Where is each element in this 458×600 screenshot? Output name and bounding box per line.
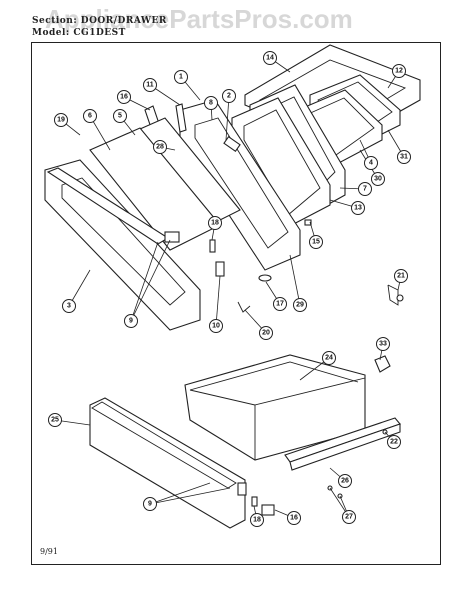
callout-13: 13 <box>351 201 365 215</box>
svg-text:2: 2 <box>227 93 231 100</box>
revision-date: 9/91 <box>40 547 58 556</box>
drawer-clip <box>261 504 275 516</box>
callout-18b: 18 <box>250 513 264 527</box>
svg-text:6: 6 <box>88 113 92 120</box>
svg-text:30: 30 <box>374 176 382 183</box>
svg-text:4: 4 <box>369 160 373 167</box>
callout-28: 28 <box>153 140 167 154</box>
callout-33: 33 <box>376 337 390 351</box>
svg-text:10: 10 <box>212 323 220 330</box>
svg-text:12: 12 <box>395 68 403 75</box>
drawer-screw <box>251 496 258 507</box>
callout-30: 30 <box>371 172 385 186</box>
svg-text:18: 18 <box>253 517 261 524</box>
drawer-latch <box>387 284 404 306</box>
callout-9a: 9 <box>124 314 138 328</box>
callout-21: 21 <box>394 269 408 283</box>
svg-text:13: 13 <box>354 205 362 212</box>
door-frame <box>44 159 201 331</box>
callout-8: 8 <box>204 96 218 110</box>
callout-1: 1 <box>174 70 188 84</box>
svg-text:28: 28 <box>156 144 164 151</box>
section-label: Section: DOOR/DRAWER <box>32 16 167 26</box>
callout-16b: 16 <box>287 511 301 525</box>
svg-text:15: 15 <box>312 239 320 246</box>
svg-text:17: 17 <box>276 301 284 308</box>
svg-text:27: 27 <box>345 514 353 521</box>
svg-text:14: 14 <box>266 55 274 62</box>
callout-9b: 9 <box>143 497 157 511</box>
svg-text:19: 19 <box>57 117 65 124</box>
callout-20: 20 <box>259 326 273 340</box>
small-parts <box>209 219 312 313</box>
svg-text:18: 18 <box>211 220 219 227</box>
svg-text:9: 9 <box>148 501 152 508</box>
drawer-front <box>89 397 247 529</box>
callout-31: 31 <box>397 150 411 164</box>
drawer-rail <box>284 417 401 471</box>
svg-text:7: 7 <box>363 186 367 193</box>
callout-14: 14 <box>263 51 277 65</box>
svg-text:16: 16 <box>290 515 298 522</box>
callout-5: 5 <box>113 109 127 123</box>
door-liner-frames <box>231 84 346 229</box>
callout-16a: 16 <box>117 90 131 104</box>
callout-24: 24 <box>322 351 336 365</box>
callout-2: 2 <box>222 89 236 103</box>
callout-4: 4 <box>364 156 378 170</box>
svg-text:31: 31 <box>400 154 408 161</box>
callout-22: 22 <box>387 435 401 449</box>
svg-text:21: 21 <box>397 273 405 280</box>
svg-text:9: 9 <box>129 318 133 325</box>
callouts: 1 2 3 4 5 6 7 8 9 9 10 11 12 13 14 15 16… <box>48 51 411 527</box>
svg-text:24: 24 <box>325 355 333 362</box>
svg-text:26: 26 <box>341 478 349 485</box>
callout-25: 25 <box>48 413 62 427</box>
callout-15: 15 <box>309 235 323 249</box>
callout-11: 11 <box>143 78 157 92</box>
clip <box>374 355 391 373</box>
svg-text:33: 33 <box>379 341 387 348</box>
svg-text:1: 1 <box>179 74 183 81</box>
callout-19: 19 <box>54 113 68 127</box>
callout-7: 7 <box>358 182 372 196</box>
watermark: AppliancePartsPros.com <box>45 4 353 34</box>
svg-text:29: 29 <box>296 302 304 309</box>
callout-26: 26 <box>338 474 352 488</box>
callout-3: 3 <box>62 299 76 313</box>
callout-6: 6 <box>83 109 97 123</box>
svg-text:8: 8 <box>209 100 213 107</box>
svg-text:22: 22 <box>390 439 398 446</box>
diagram-frame <box>31 42 441 565</box>
svg-text:16: 16 <box>120 94 128 101</box>
callout-27: 27 <box>342 510 356 524</box>
callout-12: 12 <box>392 64 406 78</box>
callout-17: 17 <box>273 297 287 311</box>
callout-29: 29 <box>293 298 307 312</box>
callout-18a: 18 <box>208 216 222 230</box>
svg-text:5: 5 <box>118 113 122 120</box>
svg-text:3: 3 <box>67 303 71 310</box>
svg-text:20: 20 <box>262 330 270 337</box>
model-label: Model: CG1DEST <box>32 28 126 38</box>
svg-text:11: 11 <box>146 82 154 89</box>
callout-10: 10 <box>209 319 223 333</box>
svg-text:25: 25 <box>51 417 59 424</box>
